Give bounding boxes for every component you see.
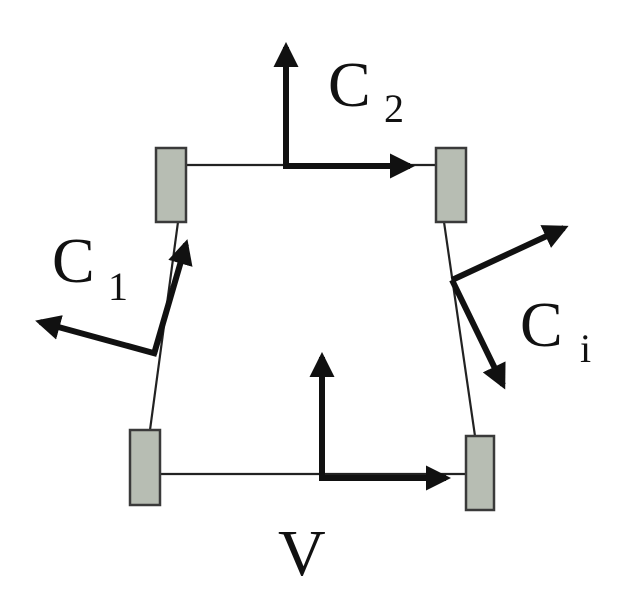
outline-right: [442, 221, 477, 437]
frame-v-axes: [309, 351, 452, 491]
label-v: V: [278, 517, 326, 590]
wheel-blocks: [128, 146, 496, 512]
wheel-bottom-right: [464, 434, 496, 512]
label-c1-subscript: 1: [108, 264, 128, 309]
ci-downward-arrow: [449, 278, 506, 390]
wheel-top-left: [154, 146, 188, 224]
wheel-top-right: [434, 146, 468, 224]
label-c2: C: [328, 49, 371, 120]
label-ci: C: [520, 289, 563, 360]
label-c2-subscript: 2: [384, 86, 404, 131]
frame-c1-axes: [35, 239, 193, 357]
label-c1: C: [52, 225, 95, 296]
label-c1-letter: C: [52, 225, 95, 296]
frame-ci-axes: [449, 225, 569, 390]
label-c2-letter: C: [328, 49, 371, 120]
c1-outward-arrow: [35, 315, 158, 357]
c1-upward-arrow: [151, 239, 193, 355]
wheel-bottom-left: [128, 428, 162, 507]
label-ci-subscript: i: [580, 326, 591, 371]
label-ci-letter: C: [520, 289, 563, 360]
frame-c2-axes: [273, 41, 416, 179]
vehicle-outline: [148, 163, 477, 476]
ci-outward-arrow: [450, 225, 569, 283]
